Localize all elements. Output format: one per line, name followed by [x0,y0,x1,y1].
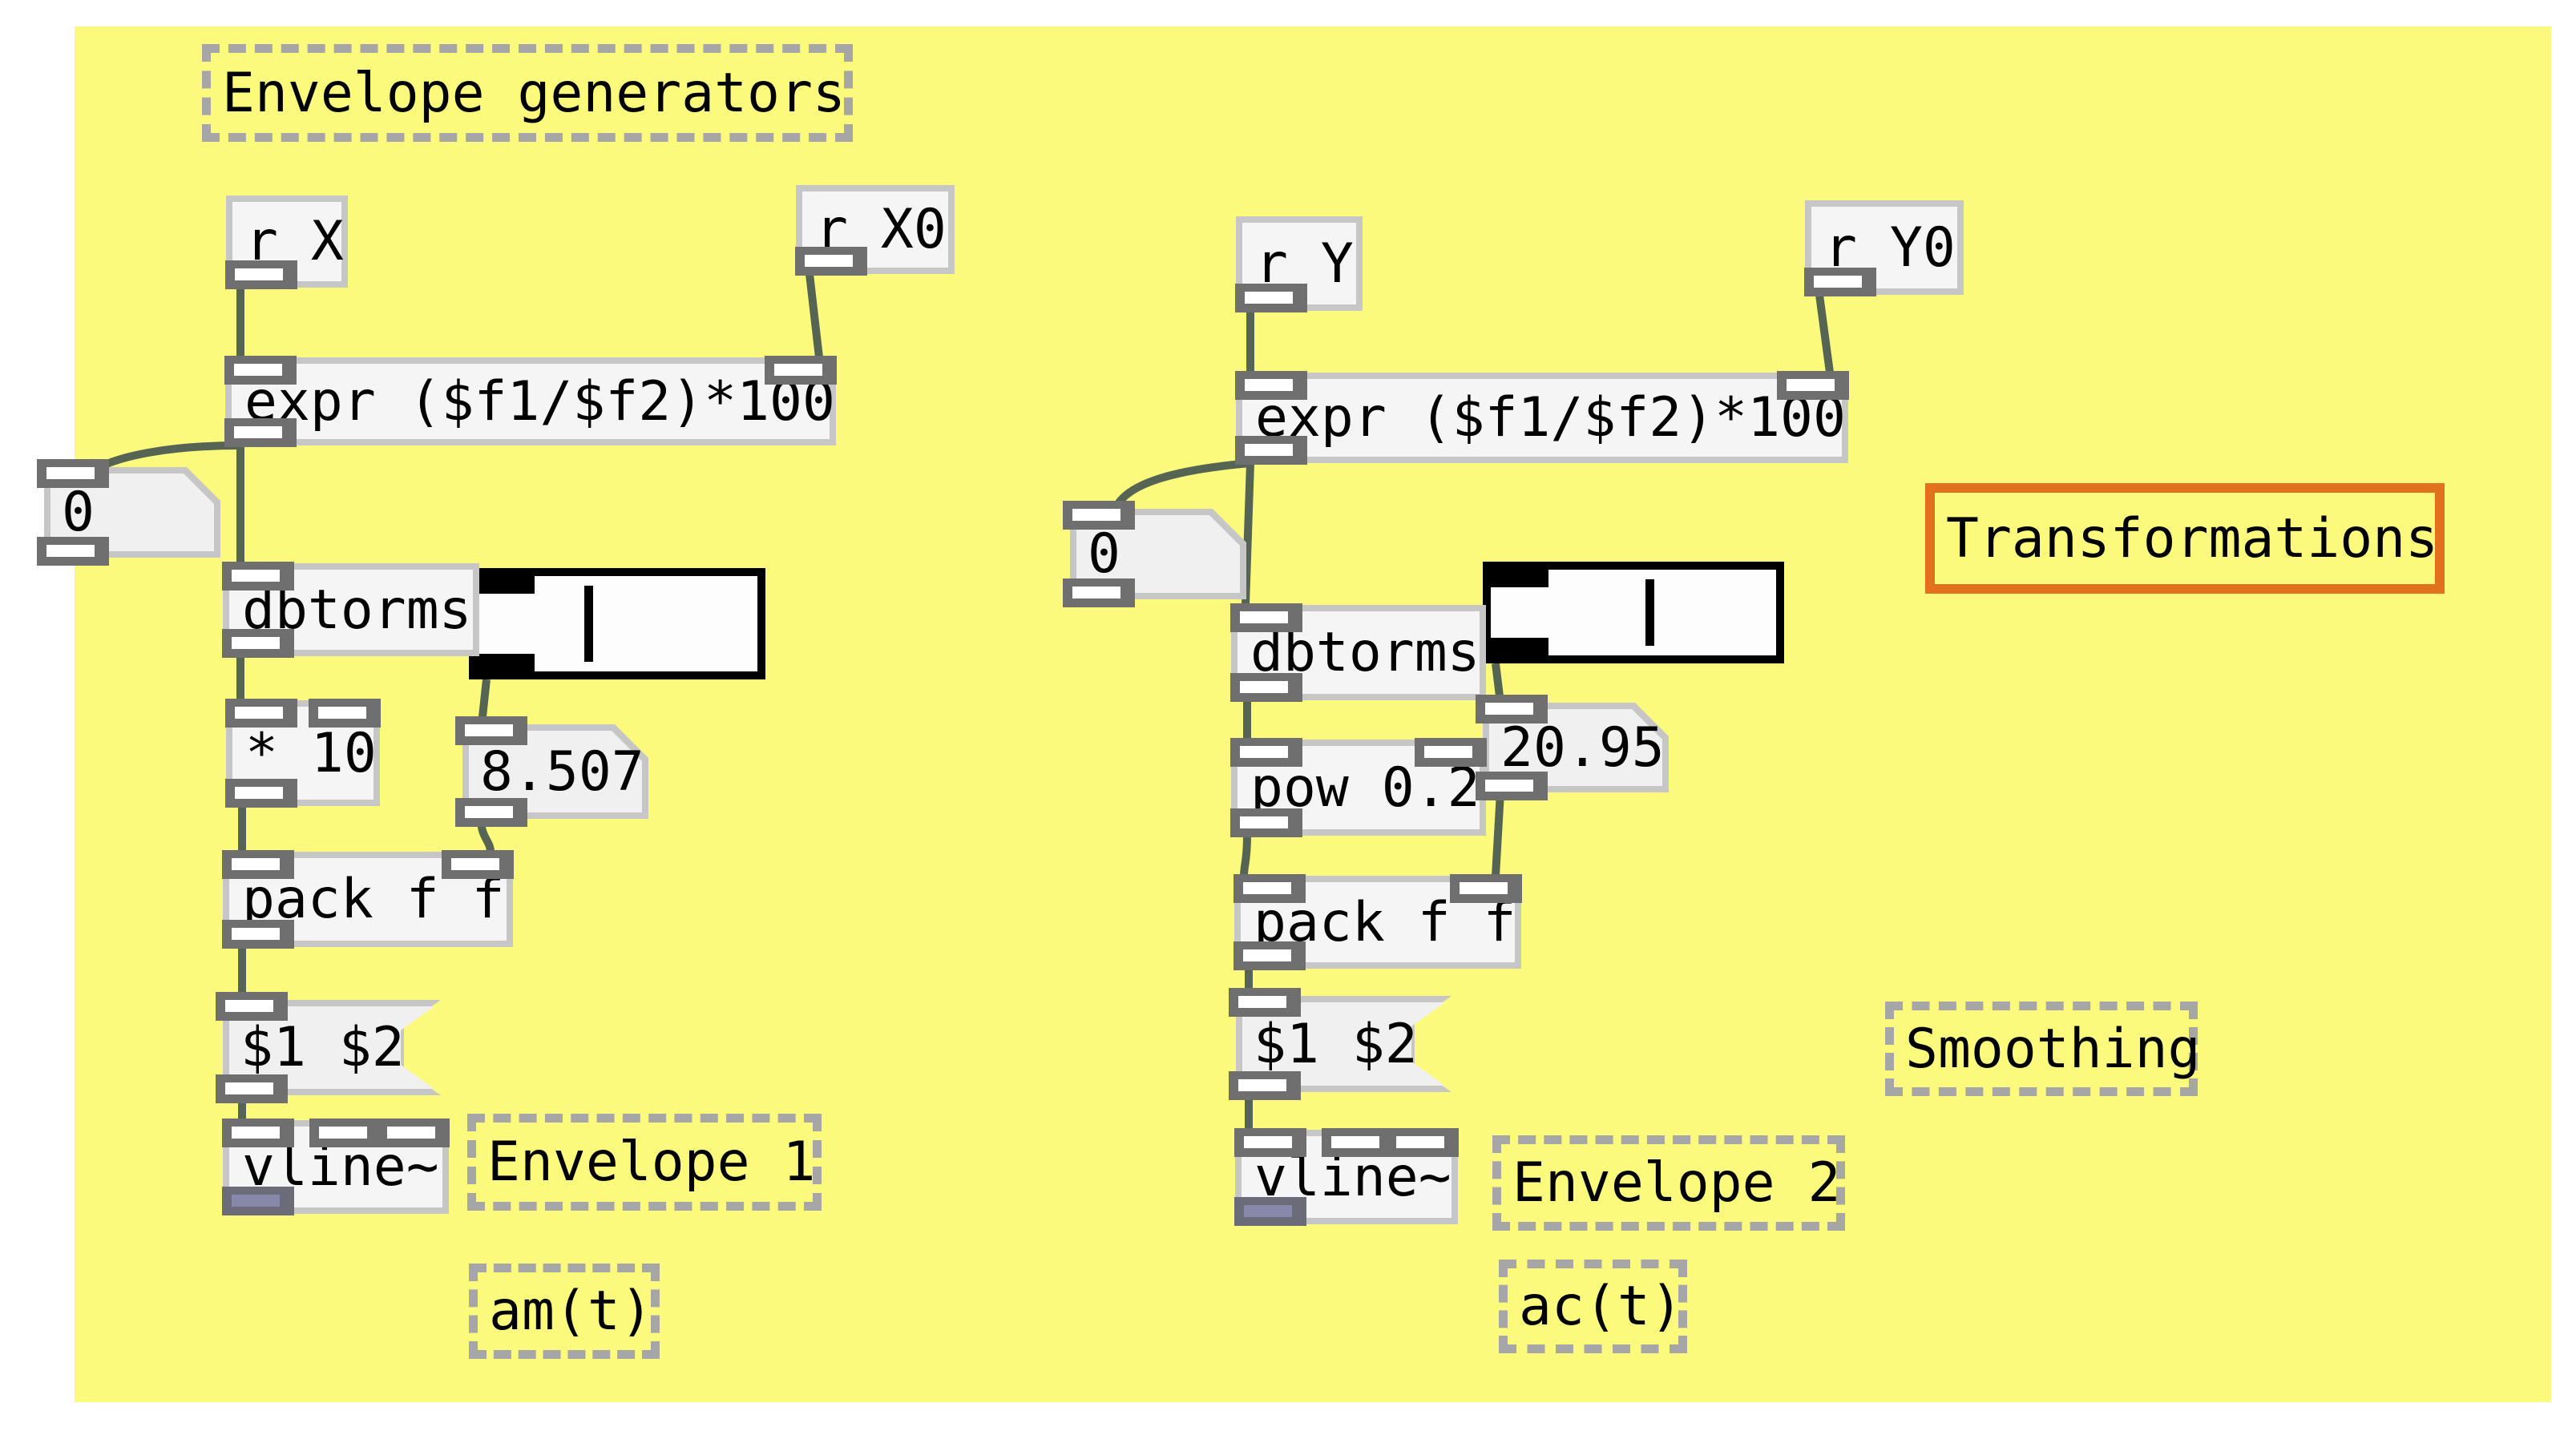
patch-cord[interactable] [1242,462,1254,606]
outlet[interactable] [1235,284,1307,312]
outlet[interactable] [1230,808,1302,837]
outlet[interactable] [1804,268,1876,296]
inlet[interactable] [222,1119,294,1147]
comment-envelope-2: Envelope 2 [1492,1135,1845,1231]
object-label: pack f f [1254,890,1516,954]
object-label: expr ($f1/$f2)*100 [1255,386,1846,449]
object-expr-right[interactable]: expr ($f1/$f2)*100 [1235,371,1849,465]
inlet[interactable] [765,356,837,385]
object-vline-left[interactable]: vline~ [222,1119,450,1215]
inlet[interactable] [1476,695,1548,724]
object-multiply-10[interactable]: * 10 [225,699,381,808]
inlet[interactable] [1229,988,1301,1017]
patch-cord[interactable] [1492,792,1504,877]
patch-cord[interactable] [1815,294,1834,373]
outlet[interactable] [1229,1071,1301,1100]
message-text: $1 $2 [1254,1012,1418,1076]
inlet[interactable] [1415,738,1487,767]
slider-inlet[interactable] [1491,570,1548,587]
object-receive-x[interactable]: r X [225,195,348,289]
object-pack-right[interactable]: pack f f [1233,874,1522,970]
outlet[interactable] [216,1074,288,1103]
patch-cord[interactable] [806,273,823,358]
number-atom-8507[interactable]: 8.507 [455,716,648,827]
object-receive-y[interactable]: r Y [1235,216,1363,312]
slider-inlet[interactable] [477,576,535,594]
slider-knob[interactable] [584,586,593,662]
message-dollars-left[interactable]: $1 $2 [216,992,441,1103]
outlet[interactable] [1235,436,1307,465]
inlet[interactable] [1387,1128,1459,1157]
inlet[interactable] [309,1119,382,1147]
atom-value: 20.95 [1500,715,1665,780]
object-receive-x0[interactable]: r X0 [795,185,955,276]
inlet[interactable] [222,850,294,879]
outlet[interactable] [222,629,294,658]
object-pack-left[interactable]: pack f f [222,850,514,949]
outlet[interactable] [224,418,297,447]
comment-envelope-generators: Envelope generators [202,44,853,142]
outlet[interactable] [1063,578,1135,607]
hslider-right[interactable] [1483,562,1784,663]
object-label: expr ($f1/$f2)*100 [244,369,835,433]
outlet[interactable] [1233,941,1306,970]
comment-ac-t: ac(t) [1499,1260,1687,1353]
inlet[interactable] [1230,603,1302,632]
number-atom-zero-right[interactable]: 0 [1063,501,1246,607]
signal-outlet[interactable] [1234,1197,1306,1226]
message-text: $1 $2 [240,1016,405,1079]
inlet[interactable] [1233,874,1306,903]
inlet[interactable] [1063,501,1135,530]
object-expr-left[interactable]: expr ($f1/$f2)*100 [224,356,837,447]
number-atom-2095[interactable]: 20.95 [1476,695,1669,800]
patch-cord[interactable] [1240,835,1251,877]
comment-envelope-1: Envelope 1 [467,1114,822,1211]
inlet[interactable] [1322,1128,1394,1157]
comment-smoothing: Smoothing [1885,1002,2200,1096]
outlet[interactable] [795,247,867,276]
inlet[interactable] [224,356,297,385]
message-dollars-right[interactable]: $1 $2 [1229,988,1452,1100]
outlet[interactable] [1476,772,1548,800]
slider-knob[interactable] [1645,579,1654,646]
outlet[interactable] [222,920,294,949]
outlet[interactable] [455,798,527,827]
number-atom-zero-left[interactable]: 0 [37,459,220,566]
inlet[interactable] [309,699,381,728]
outlet[interactable] [225,260,297,289]
object-label: r X0 [815,198,947,261]
inlet[interactable] [216,992,288,1021]
inlet[interactable] [222,562,294,591]
slider-outlet[interactable] [1491,638,1548,655]
comment-am-t: am(t) [469,1264,660,1359]
inlet[interactable] [225,699,297,728]
object-dbtorms-right[interactable]: dbtorms [1230,603,1486,702]
object-receive-y0[interactable]: r Y0 [1804,200,1964,296]
object-label: * 10 [245,721,377,785]
outlet[interactable] [225,779,297,808]
atom-value: 8.507 [480,740,644,804]
inlet[interactable] [37,459,109,488]
inlet[interactable] [378,1119,450,1147]
inlet[interactable] [1235,371,1307,400]
inlet[interactable] [442,850,514,879]
signal-outlet[interactable] [222,1187,294,1215]
atom-value: 0 [1088,522,1120,586]
inlet[interactable] [1450,874,1522,903]
outlet[interactable] [1230,673,1302,702]
atom-value: 0 [62,481,95,544]
inlet[interactable] [1234,1128,1306,1157]
inlet[interactable] [1230,738,1302,767]
object-dbtorms-left[interactable]: dbtorms [222,562,479,658]
inlet[interactable] [1777,371,1849,400]
hslider-left[interactable] [469,568,765,679]
comment-transformations: Transformations [1925,483,2445,594]
slider-outlet[interactable] [477,654,535,671]
outlet[interactable] [37,537,109,566]
object-vline-right[interactable]: vline~ [1234,1128,1459,1226]
object-pow-02[interactable]: pow 0.2 [1230,738,1487,837]
inlet[interactable] [455,716,527,745]
